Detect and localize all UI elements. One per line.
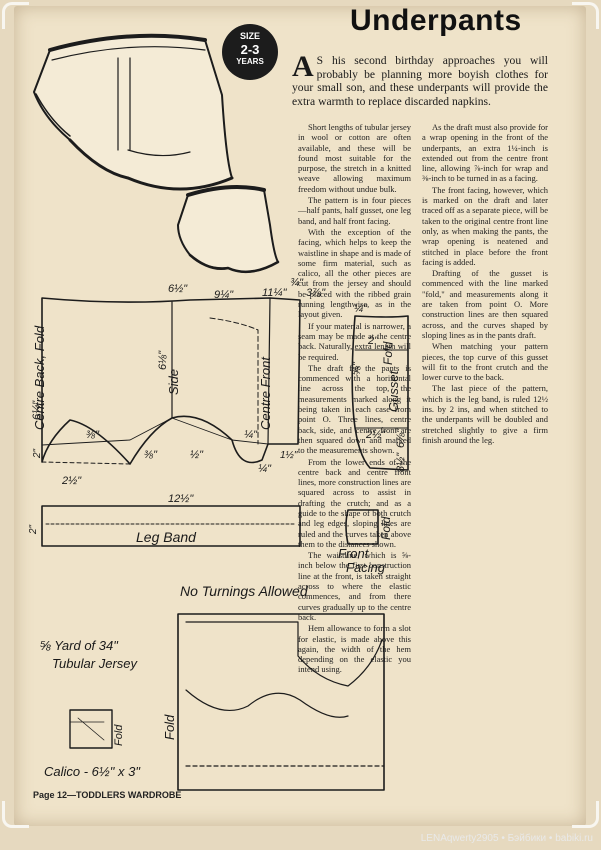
- paragraph: The draft for the pants is commenced wit…: [298, 362, 411, 456]
- footer-separator: —: [67, 790, 77, 800]
- corner-bracket-bottom-left: [2, 801, 29, 828]
- paragraph: From the lower ends of the centre back a…: [298, 456, 411, 549]
- label-centre-back-fold: Centre Back, Fold: [32, 325, 47, 430]
- measure-3q: ¾": [290, 277, 304, 289]
- gusset-measure-82: 8½": [395, 452, 407, 472]
- leg-band-measure-2: 2": [28, 524, 39, 535]
- underpants-illustration-small: [177, 185, 280, 274]
- article-column-left: Short lengths of tubular jersey in wool …: [298, 122, 411, 676]
- gusset-fold: Fold: [381, 341, 395, 365]
- drop-cap: A: [292, 50, 314, 83]
- leg-band-measure-12: 12½": [168, 493, 194, 505]
- measure-front-low: 1½": [280, 450, 298, 461]
- size-badge: SIZE 2-3 YEARS: [222, 24, 278, 80]
- gusset-measure-6e: 6⅞": [395, 428, 407, 448]
- badge-years-label: YEARS: [236, 57, 264, 66]
- label-side: Side: [166, 369, 181, 395]
- measure-top: 6½": [168, 283, 188, 295]
- measure-side: 6⅛": [157, 350, 169, 370]
- label-calico: Calico - 6½" x 3": [44, 764, 141, 779]
- badge-age: 2-3: [240, 42, 260, 57]
- label-front-facing-1: Front: [338, 546, 370, 561]
- paragraph: When matching your pattern pieces, the t…: [422, 341, 548, 383]
- page-title: Underpants: [350, 4, 522, 37]
- article-column-right: As the draft must also provide for a wra…: [422, 122, 548, 446]
- paragraph: Drafting of the gusset is commenced with…: [422, 268, 548, 340]
- measure-centre-back: 6¼": [31, 400, 43, 420]
- measure-back-curve: ⅜": [86, 429, 100, 441]
- paragraph: The last piece of the pattern, which is …: [422, 383, 548, 445]
- gusset-pattern: [351, 315, 409, 471]
- underpants-illustration-large: [33, 33, 234, 191]
- paragraph: With the exception of the facing, which …: [298, 226, 411, 320]
- paragraph: As the draft must also provide for a wra…: [422, 122, 548, 184]
- label-jersey-line2: Tubular Jersey: [52, 656, 139, 671]
- corner-bracket-top-right: [572, 2, 599, 29]
- label-no-turnings: No Turnings Allowed: [180, 583, 309, 599]
- calico-fold: Fold: [113, 724, 125, 746]
- measure-11: 11¼": [262, 287, 288, 299]
- paragraph: The pattern is in four pieces —half pant…: [298, 195, 411, 226]
- measure-front-q: ¼": [244, 429, 258, 441]
- paragraph: Hem allowance to form a slot for elastic…: [298, 623, 411, 675]
- gusset-measure-q1: ¼": [354, 303, 368, 315]
- leg-band-pattern: [41, 505, 301, 547]
- page-number: Page 12: [33, 790, 68, 800]
- facing-fold: Fold: [379, 516, 393, 540]
- front-facing-pattern: [345, 509, 379, 545]
- paragraph: Short lengths of tubular jersey in wool …: [298, 122, 411, 194]
- label-leg-band: Leg Band: [136, 529, 197, 545]
- paragraph: The waistline, which is ⅝-inch below the…: [298, 550, 411, 622]
- measure-mid-curve: ½": [190, 449, 204, 461]
- corner-bracket-bottom-right: [572, 801, 599, 828]
- pants-pattern-draft: [41, 297, 301, 465]
- badge-size-label: SIZE: [239, 31, 260, 41]
- layout-fold: Fold: [162, 714, 177, 740]
- label-centre-front: Centre Front: [258, 356, 273, 430]
- measure-side-curve: ⅜": [144, 449, 158, 461]
- paragraph: If your material is narrower, a seam may…: [298, 320, 411, 362]
- intro-text: S his second birthday approaches you wil…: [292, 54, 548, 108]
- measure-front-q2: ¼": [258, 463, 272, 475]
- corner-bracket-top-left: [2, 2, 29, 29]
- measure-9q: 9¼": [214, 289, 234, 301]
- label-gusset: Gusset: [386, 369, 401, 412]
- gusset-measure-5e: ⅝": [351, 361, 363, 375]
- paragraph: The front facing, however, which is mark…: [422, 184, 548, 267]
- watermark: LENAqwerty2905 • Бэйбики • babiki.ru: [420, 833, 593, 844]
- label-jersey-line1: ⅝ Yard of 34": [40, 638, 119, 653]
- page-footer: Page 12—TODDLERS WARDROBE: [33, 790, 181, 800]
- gusset-measure-22: 2½": [365, 429, 386, 441]
- measure-3e: 3⅞": [306, 287, 326, 299]
- measure-cb-low: 2": [32, 448, 43, 459]
- cutting-layout: [69, 613, 385, 791]
- measure-bottom: 2½": [61, 475, 82, 487]
- label-front-facing-2: Facing: [346, 560, 386, 575]
- gusset-measure-2: 2": [367, 335, 379, 347]
- book-title: TODDLERS WARDROBE: [76, 790, 182, 800]
